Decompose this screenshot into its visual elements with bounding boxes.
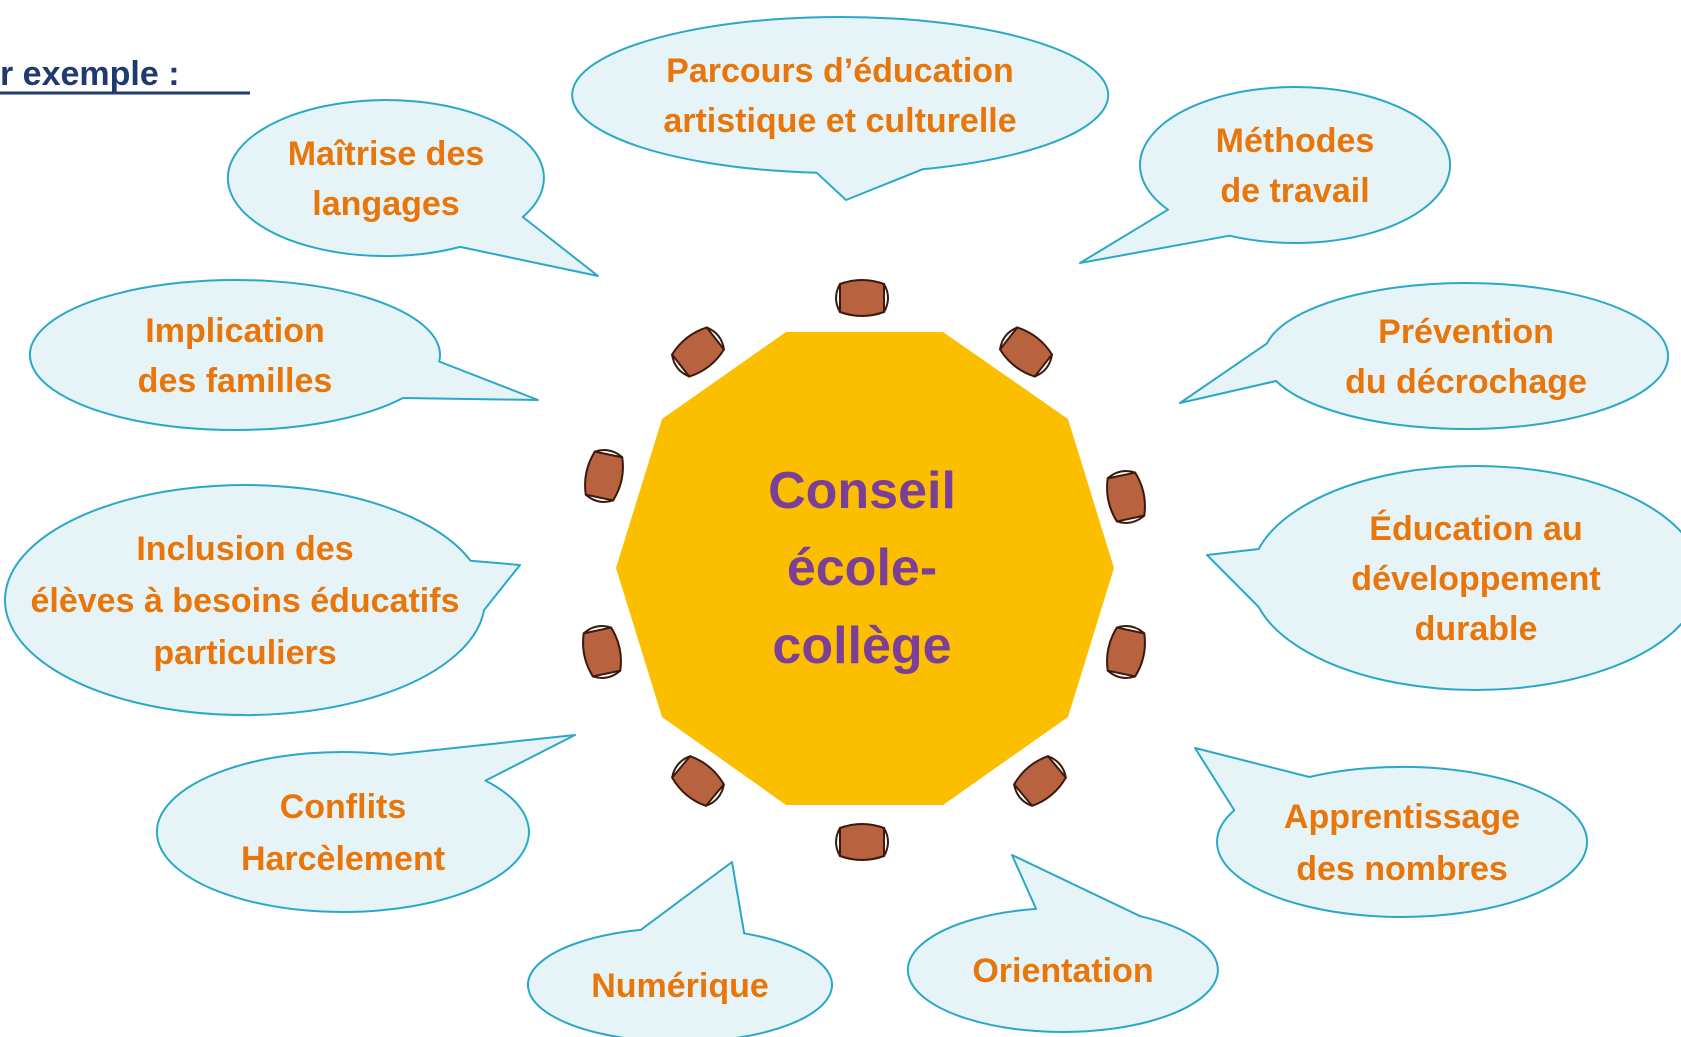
speech-bubble-shape — [1179, 282, 1670, 431]
topic-label-line: développement — [1351, 560, 1600, 598]
topic-label-line: durable — [1415, 610, 1538, 648]
speech-bubble-shape — [29, 279, 539, 431]
chair-4 — [1106, 625, 1146, 679]
chair-6 — [835, 823, 889, 861]
topic-label-line: Éducation au — [1369, 510, 1582, 548]
chair-seat — [582, 626, 622, 678]
chair-seat — [839, 823, 885, 861]
topic-label-line: langages — [312, 185, 459, 223]
chair-seat — [670, 326, 726, 378]
heading-text: r exemple : — [0, 55, 180, 93]
speech-bubble-shape — [1206, 465, 1681, 691]
chair-legs — [999, 326, 1053, 378]
chair-seat — [670, 754, 726, 808]
topic-label-line: Méthodes — [1216, 122, 1375, 160]
speech-bubble-shape — [155, 734, 576, 913]
topic-bubble-education-dd: Éducation au développement durable — [1206, 465, 1681, 691]
topic-label-line: Orientation — [972, 952, 1153, 990]
speech-bubble-shape — [1079, 86, 1452, 264]
chair-2 — [998, 326, 1054, 378]
topic-label-line: Maîtrise des — [288, 135, 485, 173]
speech-bubble-shape — [226, 99, 599, 277]
topic-label-line: élèves à besoins éducatifs — [31, 582, 460, 620]
chair-legs — [1107, 625, 1145, 679]
chair-10 — [670, 326, 726, 378]
chair-legs — [671, 326, 725, 378]
topic-label-line: des familles — [138, 362, 333, 400]
chair-8 — [582, 625, 622, 679]
topic-label-line: des nombres — [1296, 850, 1508, 888]
chair-seat — [839, 279, 885, 317]
topic-bubbles: Parcours d’éducation artistique et cultur… — [3, 16, 1681, 1037]
topic-bubble-prevention: Prévention du décrochage — [1179, 282, 1670, 431]
chair-legs — [583, 625, 621, 679]
topic-label-line: de travail — [1220, 172, 1369, 210]
chair-legs — [671, 755, 725, 807]
speech-bubble-shape — [527, 861, 833, 1037]
chair-seat — [1012, 754, 1068, 808]
topic-label-line: Implication — [145, 312, 324, 350]
topic-label-line: particuliers — [153, 634, 336, 672]
topic-label-line: Inclusion des — [136, 530, 353, 568]
topic-bubble-implication: Implication des familles — [29, 279, 539, 431]
center-line-3: collège — [772, 617, 951, 675]
topic-bubble-apprentissage: Apprentissage des nombres — [1194, 747, 1588, 918]
chair-seat — [1106, 626, 1146, 678]
topic-label-line: Conflits — [280, 788, 407, 826]
chairs-group — [582, 279, 1146, 861]
topic-label-line: Apprentissage — [1284, 798, 1520, 836]
chair-legs — [585, 449, 623, 503]
topic-label-line: Parcours d’éducation — [666, 52, 1014, 90]
speech-bubble-shape — [3, 484, 521, 717]
topic-label-line: artistique et culturelle — [663, 102, 1016, 140]
topic-bubble-methodes: Méthodes de travail — [1079, 86, 1452, 264]
center-octagon — [616, 332, 1114, 805]
chair-5 — [1012, 754, 1068, 808]
chair-seat — [1106, 471, 1146, 523]
chair-seat — [584, 450, 624, 502]
topic-bubble-parcours: Parcours d’éducation artistique et cultur… — [571, 16, 1110, 201]
chair-1 — [835, 279, 889, 317]
chair-seat — [998, 326, 1054, 378]
topic-bubble-inclusion: Inclusion des élèves à besoins éducatifs p… — [3, 484, 521, 717]
topic-bubble-orientation: Orientation — [906, 854, 1219, 1033]
center-line-2: école- — [787, 539, 937, 597]
chair-legs — [835, 283, 889, 313]
chair-legs — [1107, 470, 1145, 524]
speech-bubble-shape — [571, 16, 1110, 201]
chair-9 — [584, 449, 624, 503]
topic-label-line: Numérique — [591, 967, 769, 1005]
center-line-1: Conseil — [768, 462, 956, 520]
topic-label-line: Prévention — [1378, 313, 1554, 351]
chair-legs — [1013, 755, 1067, 807]
speech-bubble-shape — [906, 854, 1219, 1033]
speech-bubble-shape — [1194, 747, 1588, 918]
topic-label-line: Harcèlement — [241, 840, 445, 878]
chair-3 — [1106, 470, 1146, 524]
chair-legs — [835, 827, 889, 857]
topic-bubble-numerique: Numérique — [527, 861, 833, 1037]
chair-7 — [670, 754, 726, 808]
center-label: Conseil école- collège — [768, 462, 956, 675]
topic-bubble-maitrise: Maîtrise des langages — [226, 99, 599, 277]
topic-label-line: du décrochage — [1345, 363, 1587, 401]
